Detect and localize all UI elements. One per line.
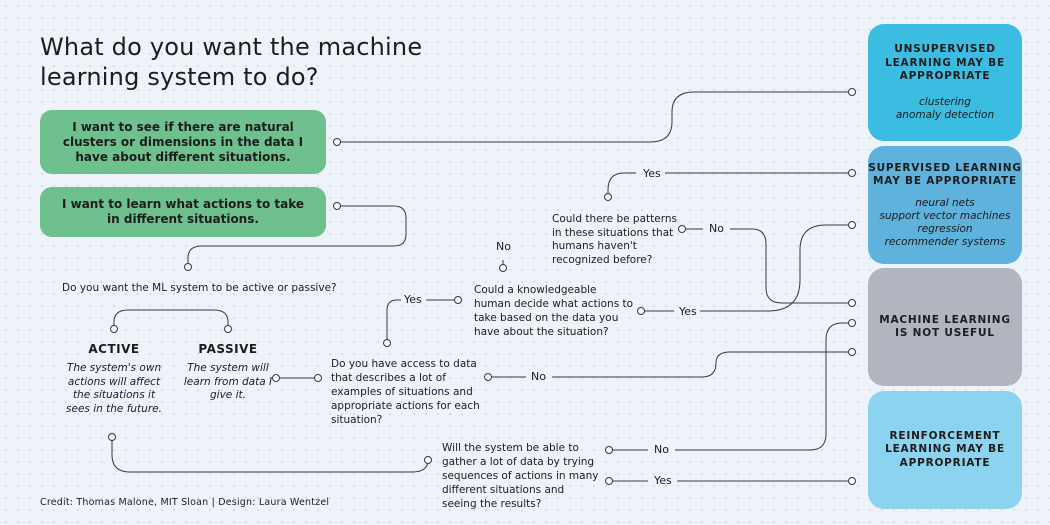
mode-passive-description: The system will learn from data I give i… <box>183 362 273 401</box>
connector-active-to-gather <box>111 437 429 473</box>
mode-passive-label: PASSIVE <box>198 342 258 356</box>
connector-patterns-yes <box>607 172 636 197</box>
answer-human-yes: Yes <box>679 305 697 318</box>
node-dot <box>454 296 462 304</box>
node-dot <box>383 339 391 347</box>
example-item: anomaly detection <box>895 108 995 121</box>
node-dot <box>848 348 856 356</box>
answer-patterns-no: No <box>709 222 724 235</box>
node-dot <box>333 138 341 146</box>
example-item: support vector machines <box>879 209 1011 222</box>
start-option-actions: I want to learn what actions to take in … <box>40 187 326 237</box>
connector-no-to-not-useful <box>552 351 852 378</box>
connector-no-to-not-useful-bottom <box>675 322 852 451</box>
example-item: clustering <box>919 95 971 108</box>
node-dot <box>108 433 116 441</box>
answer-access-no: No <box>531 370 546 383</box>
outcome-reinforcement-title: REINFORCEMENT LEARNING MAY BE APPROPRIAT… <box>885 429 1005 469</box>
outcome-unsupervised-title: UNSUPERVISED LEARNING MAY BE APPROPRIATE <box>885 43 1005 83</box>
answer-patterns-yes: Yes <box>643 167 661 180</box>
connector-no-to-not-useful-top <box>730 228 852 304</box>
connector-clusters-to-unsupervised <box>337 91 852 143</box>
outcome-unsupervised: UNSUPERVISED LEARNING MAY BE APPROPRIATE… <box>868 24 1022 141</box>
page-title: What do you want the machine learning sy… <box>40 33 423 91</box>
node-dot <box>314 374 322 382</box>
mode-active-label: ACTIVE <box>88 342 140 356</box>
node-dot <box>110 325 118 333</box>
node-dot <box>848 319 856 327</box>
node-dot <box>848 221 856 229</box>
node-dot <box>605 477 613 485</box>
outcome-unsupervised-examples: clustering anomaly detection <box>896 96 994 122</box>
outcome-supervised: SUPERVISED LEARNING MAY BE APPROPRIATE n… <box>868 146 1022 264</box>
outcome-not-useful: MACHINE LEARNING IS NOT USEFUL <box>868 268 1022 386</box>
answer-access-yes: Yes <box>404 293 422 306</box>
credit-line: Credit: Thomas Malone, MIT Sloan | Desig… <box>40 497 330 508</box>
question-access-data: Do you have access to data that describe… <box>331 358 480 426</box>
answer-gather-no: No <box>654 443 669 456</box>
question-human-decide: Could a knowledgeable human decide what … <box>474 284 634 338</box>
outcome-supervised-title: SUPERVISED LEARNING MAY BE APPROPRIATE <box>868 161 1022 188</box>
example-item: neural nets <box>915 196 975 209</box>
node-dot <box>499 264 507 272</box>
connector-fork <box>113 309 229 329</box>
node-dot <box>605 446 613 454</box>
start-option-clusters: I want to see if there are natural clust… <box>40 110 326 174</box>
node-dot <box>424 456 432 464</box>
outcome-not-useful-title: MACHINE LEARNING IS NOT USEFUL <box>879 313 1011 340</box>
node-dot <box>484 373 492 381</box>
node-dot <box>272 374 280 382</box>
question-patterns: Could there be patterns in these situati… <box>552 213 677 266</box>
node-dot <box>848 88 856 96</box>
example-item: regression <box>917 222 973 235</box>
node-dot <box>848 299 856 307</box>
connector-actions-to-active-passive <box>187 205 407 267</box>
node-dot <box>604 193 612 201</box>
connector-yes-to-supervised <box>700 224 852 312</box>
question-gather-data: Will the system be able to gather a lot … <box>442 442 599 510</box>
outcome-reinforcement: REINFORCEMENT LEARNING MAY BE APPROPRIAT… <box>868 391 1022 509</box>
node-dot <box>333 202 341 210</box>
answer-gather-yes: Yes <box>654 474 672 487</box>
node-dot <box>637 307 645 315</box>
answer-human-no: No <box>496 240 511 253</box>
question-active-passive: Do you want the ML system to be active o… <box>62 282 337 294</box>
node-dot <box>184 263 192 271</box>
example-item: recommender systems <box>884 235 1006 248</box>
connector-access-yes <box>386 299 401 343</box>
mode-active-description: The system's own actions will affect the… <box>66 362 162 415</box>
node-dot <box>678 225 686 233</box>
outcome-supervised-examples: neural nets support vector machines regr… <box>880 197 1011 249</box>
node-dot <box>224 325 232 333</box>
node-dot <box>848 169 856 177</box>
node-dot <box>848 477 856 485</box>
